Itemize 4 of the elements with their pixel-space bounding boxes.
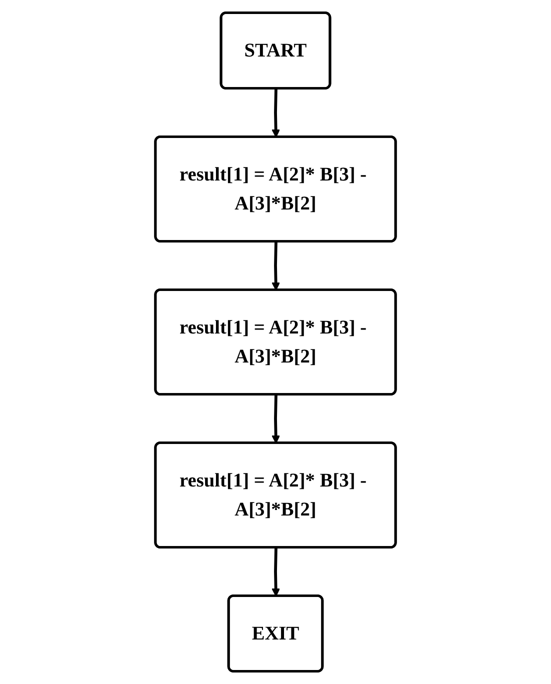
arrow	[272, 548, 280, 597]
arrow	[272, 242, 280, 291]
arrow	[272, 394, 280, 444]
arrow	[272, 88, 280, 138]
